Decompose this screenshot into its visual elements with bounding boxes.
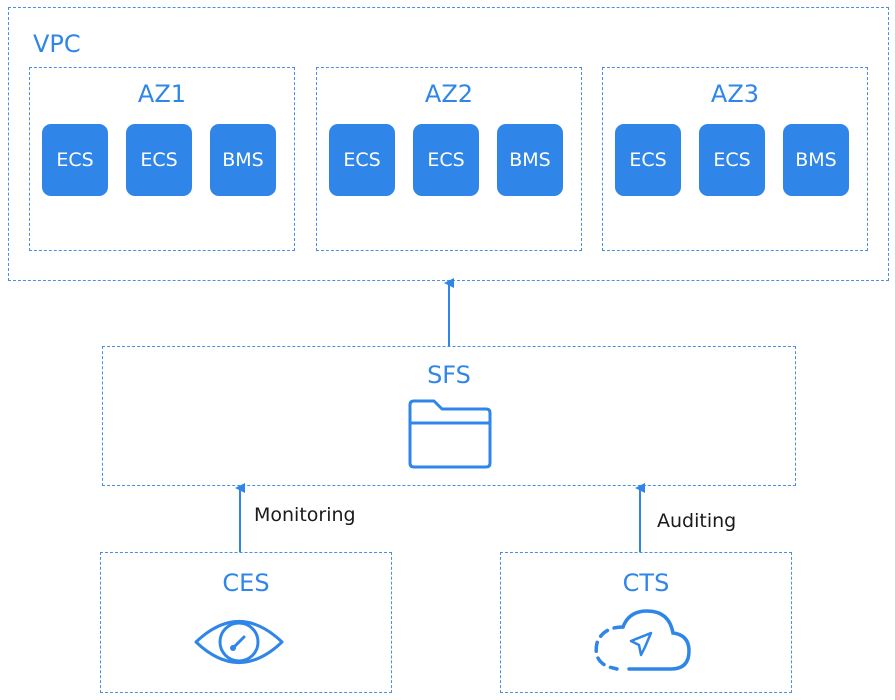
- sfs-title: SFS: [427, 361, 471, 389]
- folder-icon: [408, 399, 492, 469]
- az1-zone: AZ1 ECS ECS BMS: [29, 67, 295, 251]
- az2-node-2[interactable]: ECS: [413, 124, 479, 196]
- monitoring-label: Monitoring: [254, 504, 356, 526]
- az2-node-1[interactable]: ECS: [329, 124, 395, 196]
- eye-gauge-icon: [194, 620, 284, 664]
- vpc-label: VPC: [33, 30, 81, 58]
- az1-node-1[interactable]: ECS: [42, 124, 108, 196]
- az2-zone: AZ2 ECS ECS BMS: [316, 67, 582, 251]
- sfs-container[interactable]: SFS: [102, 346, 796, 486]
- az3-zone: AZ3 ECS ECS BMS: [602, 67, 868, 251]
- az3-node-1[interactable]: ECS: [615, 124, 681, 196]
- az2-node-3[interactable]: BMS: [497, 124, 563, 196]
- az3-title: AZ3: [710, 80, 760, 108]
- cloud-send-icon: [594, 609, 691, 671]
- az3-node-3[interactable]: BMS: [783, 124, 849, 196]
- az2-title: AZ2: [424, 80, 474, 108]
- ces-title: CES: [222, 569, 270, 597]
- cts-title: CTS: [622, 569, 670, 597]
- az1-node-3[interactable]: BMS: [210, 124, 276, 196]
- az1-node-2[interactable]: ECS: [126, 124, 192, 196]
- cts-container[interactable]: CTS: [500, 552, 792, 693]
- auditing-label: Auditing: [657, 510, 737, 532]
- az3-node-2[interactable]: ECS: [699, 124, 765, 196]
- ces-container[interactable]: CES: [100, 552, 392, 693]
- az1-title: AZ1: [137, 80, 187, 108]
